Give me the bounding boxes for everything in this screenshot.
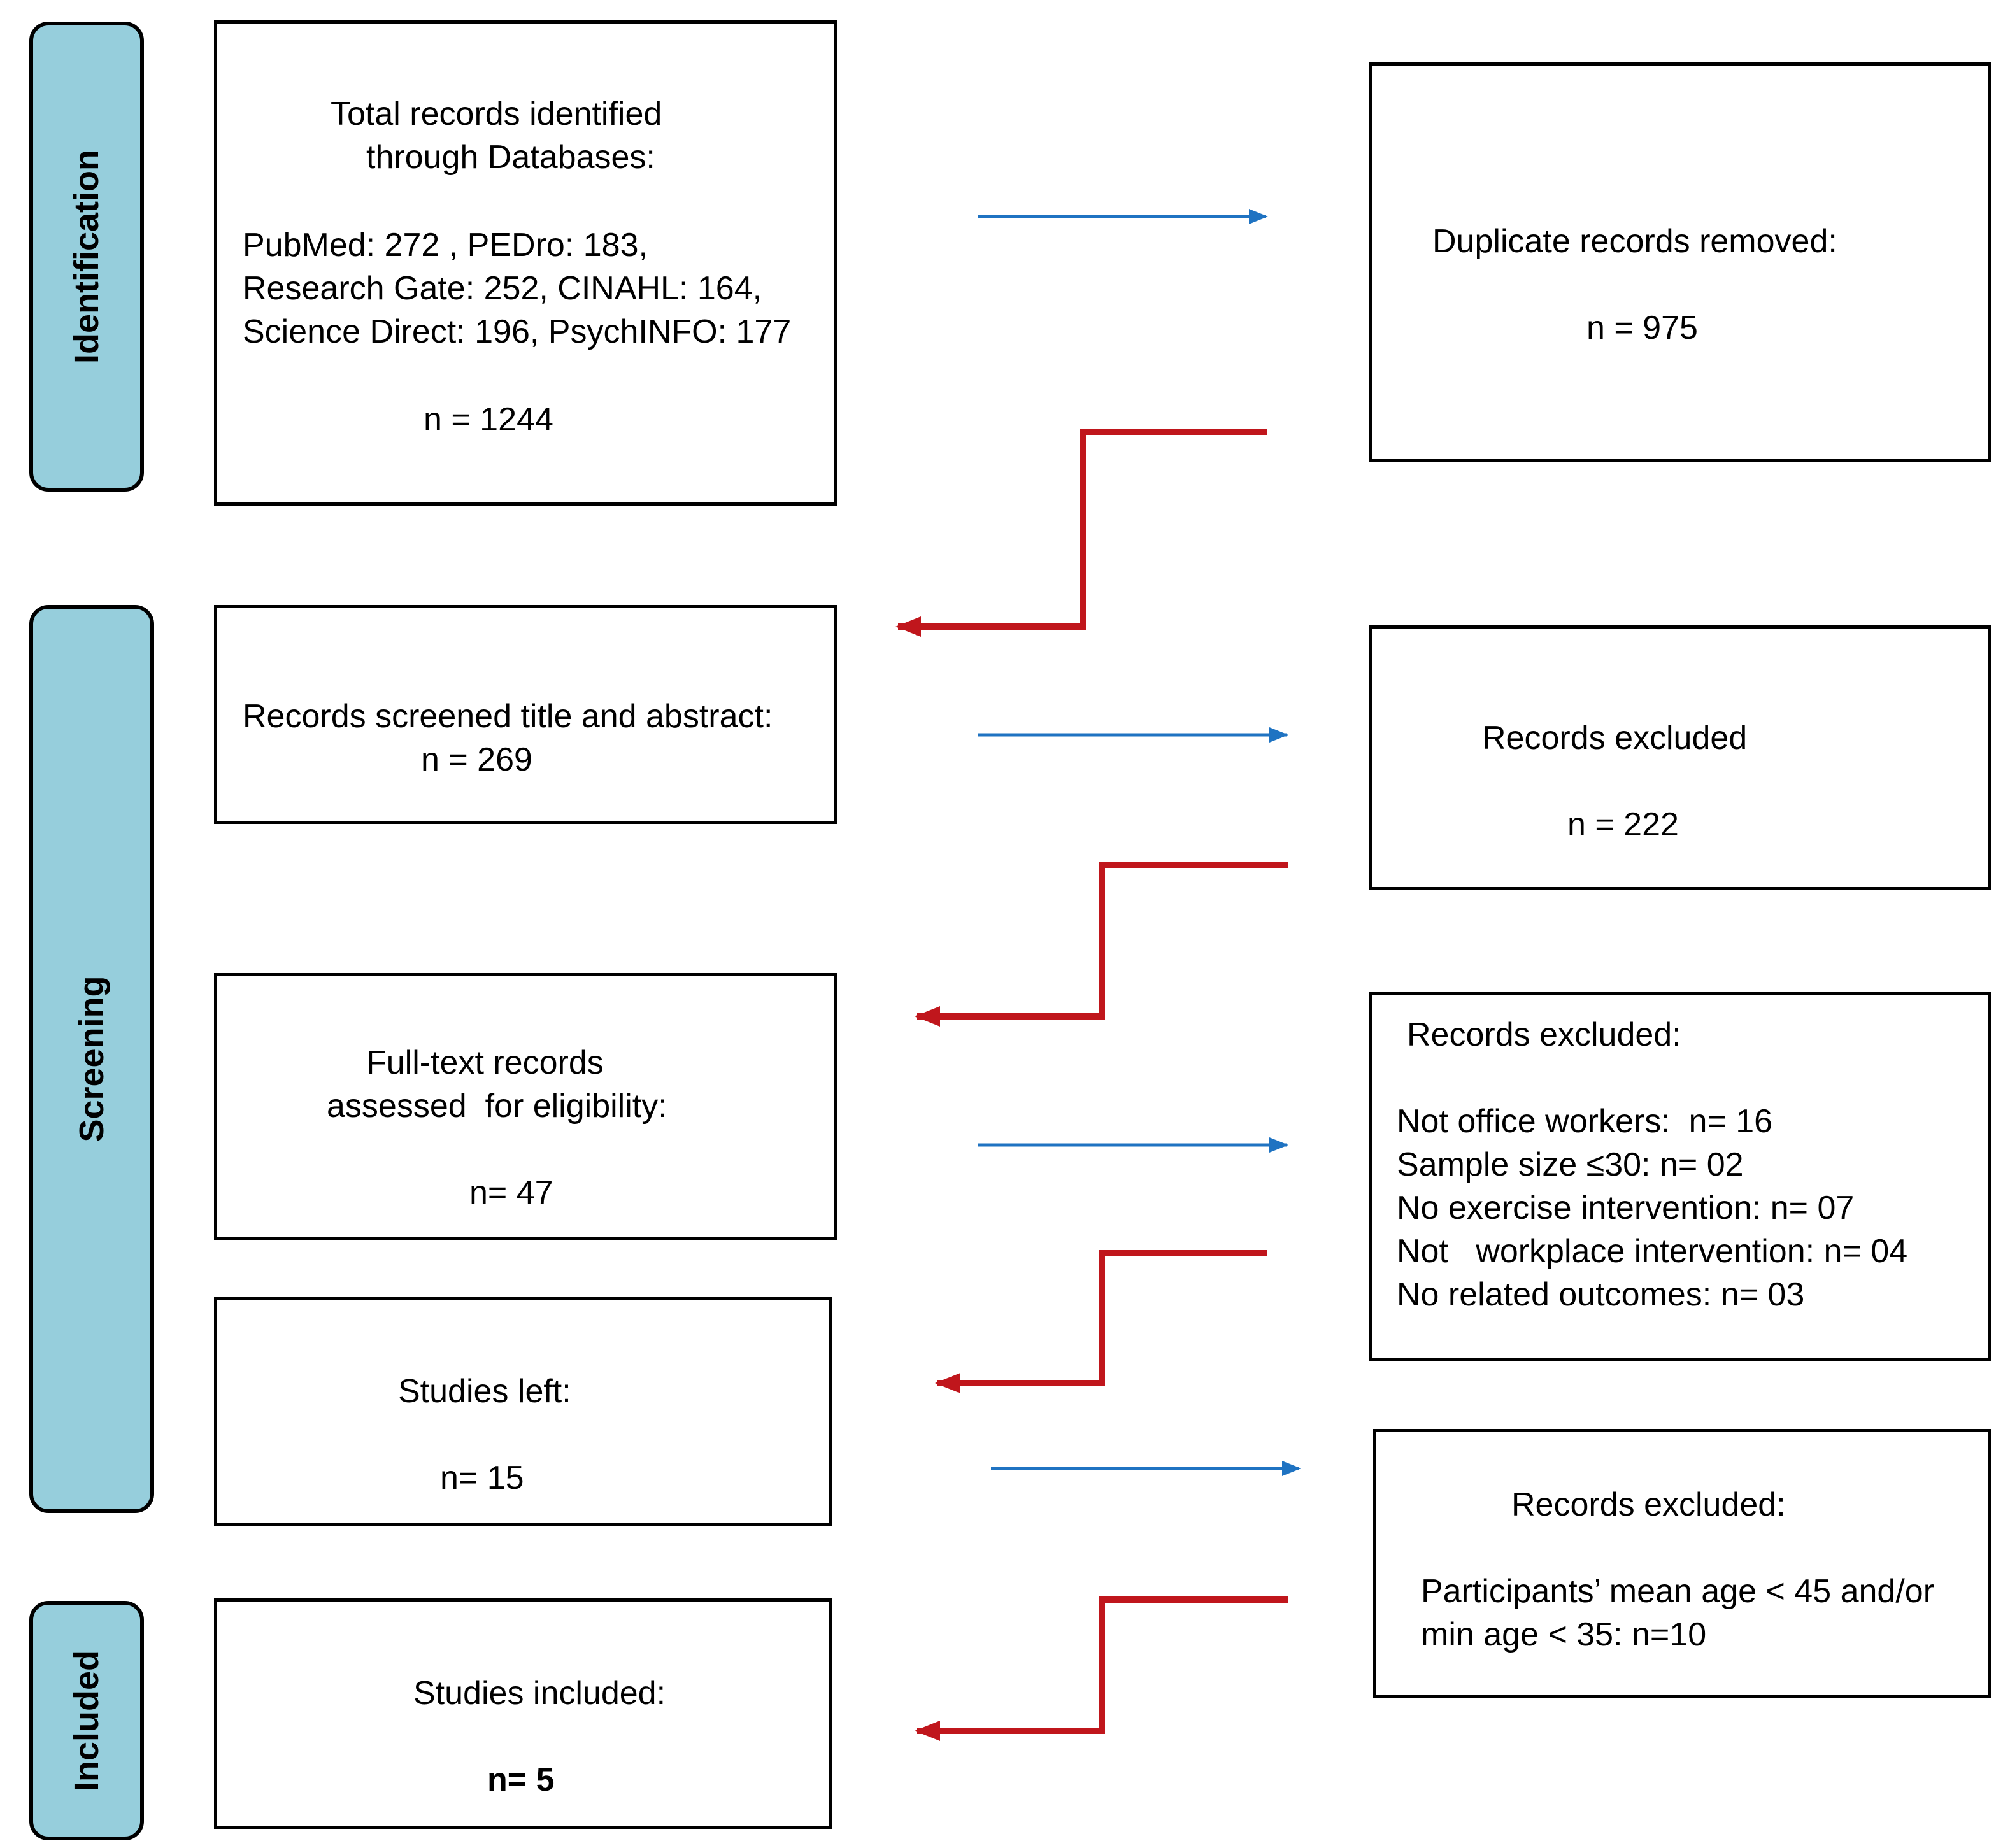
red-arrow-to-studies-left bbox=[935, 1250, 1267, 1393]
stage-identification: Identification bbox=[29, 22, 144, 492]
duplicates-label: Duplicate records removed: bbox=[1432, 223, 1837, 260]
excluded-age-reason-1: Participants’ mean age < 45 and/or bbox=[1421, 1573, 1935, 1610]
excluded-age-box: Records excluded: Participants’ mean age… bbox=[1373, 1429, 1991, 1698]
screened-records-box: Records screened title and abstract: n =… bbox=[214, 605, 837, 824]
excluded-reason-2: Sample size ≤30: n= 02 bbox=[1397, 1146, 1744, 1183]
duplicates-removed-box: Duplicate records removed: n = 975 bbox=[1369, 62, 1991, 462]
stage-screening: Screening bbox=[29, 605, 154, 1513]
excluded-reason-5: No related outcomes: n= 03 bbox=[1397, 1276, 1805, 1313]
screened-count: n = 269 bbox=[421, 741, 532, 778]
identified-count: n = 1244 bbox=[424, 401, 553, 438]
studies-left-label: Studies left: bbox=[398, 1373, 571, 1410]
identified-records-box: Total records identified through Databas… bbox=[214, 20, 837, 506]
excluded-reason-4: Not workplace intervention: n= 04 bbox=[1397, 1233, 1908, 1270]
excluded-age-label: Records excluded: bbox=[1511, 1486, 1786, 1523]
excluded-fulltext-label: Records excluded: bbox=[1407, 1016, 1681, 1053]
excluded-reason-3: No exercise intervention: n= 07 bbox=[1397, 1190, 1855, 1226]
identified-line4: Research Gate: 252, CINAHL: 164, bbox=[243, 270, 762, 307]
excluded-age-reason-2: min age < 35: n=10 bbox=[1421, 1616, 1707, 1653]
fulltext-records-box: Full-text records assessed for eligibili… bbox=[214, 973, 837, 1240]
red-arrow-to-screened bbox=[895, 429, 1267, 637]
excluded-screen-label: Records excluded bbox=[1482, 720, 1748, 757]
excluded-screen-box: Records excluded n = 222 bbox=[1369, 625, 1991, 890]
screened-label: Records screened title and abstract: bbox=[243, 698, 773, 735]
studies-included-count: n= 5 bbox=[487, 1761, 555, 1798]
stage-included: Included bbox=[29, 1601, 144, 1840]
studies-included-box: Studies included: n= 5 bbox=[214, 1598, 832, 1829]
excluded-fulltext-box: Records excluded: Not office workers: n=… bbox=[1369, 992, 1991, 1361]
fulltext-line1: Full-text records bbox=[366, 1044, 604, 1081]
identified-line2: through Databases: bbox=[366, 139, 655, 176]
duplicates-count: n = 975 bbox=[1586, 309, 1698, 346]
fulltext-count: n= 47 bbox=[469, 1174, 553, 1211]
studies-included-label: Studies included: bbox=[413, 1675, 666, 1712]
studies-left-box: Studies left: n= 15 bbox=[214, 1297, 832, 1526]
fulltext-line2: assessed for eligibility: bbox=[327, 1088, 667, 1125]
red-arrow-to-fulltext bbox=[915, 862, 1288, 1027]
identified-line1: Total records identified bbox=[331, 96, 662, 132]
red-arrow-to-included bbox=[915, 1596, 1288, 1741]
identified-line3: PubMed: 272 , PEDro: 183, bbox=[243, 227, 648, 264]
identified-line5: Science Direct: 196, PsychINFO: 177 bbox=[243, 313, 792, 350]
studies-left-count: n= 15 bbox=[440, 1460, 524, 1496]
excluded-screen-count: n = 222 bbox=[1567, 806, 1679, 843]
excluded-reason-1: Not office workers: n= 16 bbox=[1397, 1103, 1773, 1140]
